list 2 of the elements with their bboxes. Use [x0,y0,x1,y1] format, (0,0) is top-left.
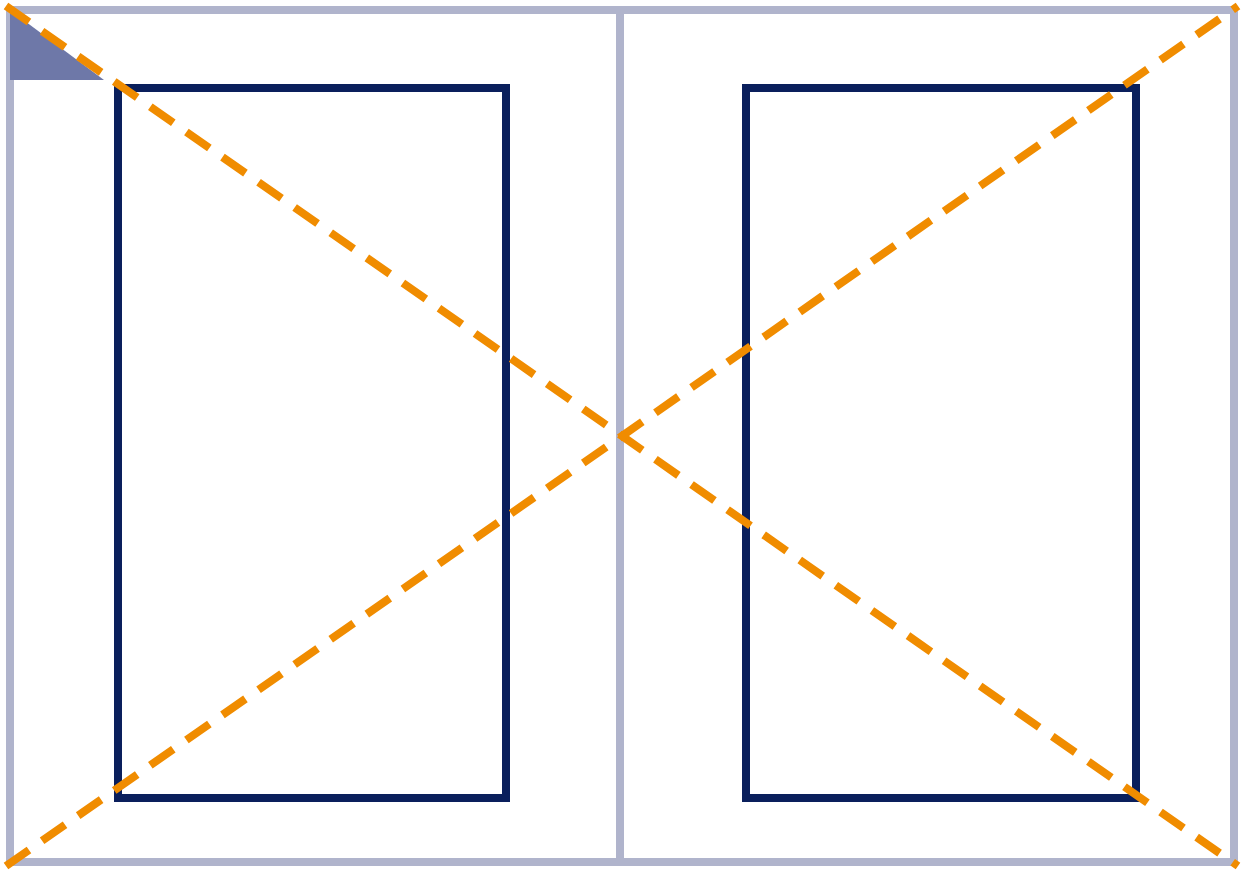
text-block-frame [114,84,510,802]
text-block-frame [742,84,1140,802]
